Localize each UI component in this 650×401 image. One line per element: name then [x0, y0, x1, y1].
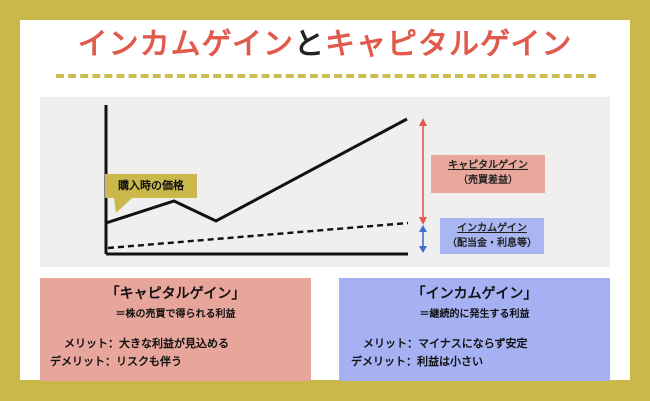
title-income: インカムゲイン — [77, 27, 294, 62]
title-connector: と — [294, 27, 325, 62]
callout-pointer — [114, 198, 132, 213]
income-gain-label-title: インカムゲイン — [457, 223, 527, 234]
income-card-subheading: ＝継続的に発生する利益 — [419, 309, 530, 320]
price-diagram — [104, 105, 427, 256]
capital-card-merit: メリット：大きな利益が見込める — [64, 337, 229, 350]
income-card-heading: 「インカムゲイン」 — [411, 286, 538, 302]
capital-card-subheading: ＝株の売買で得られる利益 — [115, 309, 236, 320]
capital-gain-card: 「キャピタルゲイン」 ＝株の売買で得られる利益 メリット：大きな利益が見込める … — [40, 278, 311, 381]
capital-card-heading: 「キャピタルゲイン」 — [105, 286, 246, 302]
title-capital: キャピタルゲイン — [325, 27, 573, 62]
income-gain-card: 「インカムゲイン」 ＝継続的に発生する利益 メリット：マイナスにならず安定 デメ… — [339, 278, 610, 381]
income-gain-label-sub: （配当金・利息等） — [447, 238, 537, 249]
income-card-demerit: デメリット：利益は小さい — [351, 355, 483, 368]
income-line — [107, 221, 409, 250]
purchase-price-callout: 購入時の価格 — [105, 174, 197, 198]
capital-arrow — [419, 118, 427, 225]
price-line — [105, 117, 408, 225]
title-divider — [56, 74, 596, 78]
capital-gain-label-sub: （売買差益） — [458, 175, 518, 186]
capital-gain-label: キャピタルゲイン （売買差益） — [431, 155, 545, 193]
capital-card-demerit: デメリット：リスクも伴う — [50, 355, 182, 368]
page-title: インカムゲインとキャピタルゲイン — [0, 19, 650, 63]
income-arrow — [419, 225, 427, 253]
income-card-merit: メリット：マイナスにならず安定 — [363, 337, 528, 350]
capital-gain-label-title: キャピタルゲイン — [448, 160, 528, 171]
income-gain-label: インカムゲイン （配当金・利息等） — [440, 218, 544, 254]
